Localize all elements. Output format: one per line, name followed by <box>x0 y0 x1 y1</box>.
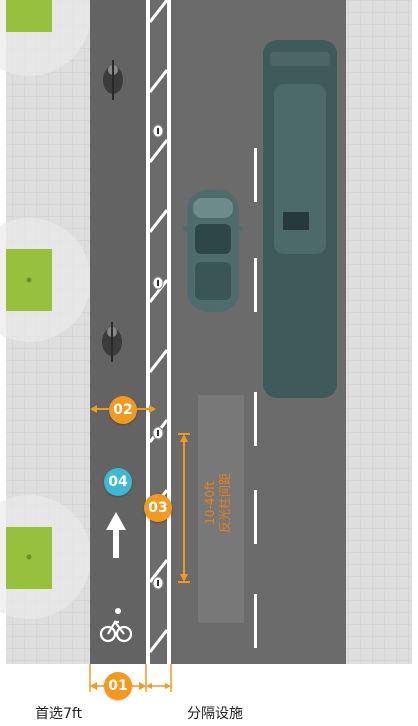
right-sidewalk <box>346 0 412 664</box>
marker-04: 04 <box>104 468 132 496</box>
cyclist-icon <box>103 60 123 100</box>
lane-divider <box>254 148 257 648</box>
cyclist-icon <box>102 322 122 362</box>
marker-01: 01 <box>104 672 132 700</box>
post-spacing-zone <box>198 395 244 623</box>
bus-icon <box>263 40 337 398</box>
separation-label: 分隔设施 <box>187 706 243 722</box>
post-spacing-value: 10-40ft <box>203 481 217 525</box>
flex-post-icon <box>152 276 164 290</box>
direction-arrow-icon <box>106 512 126 558</box>
marker-03: 03 <box>144 494 172 522</box>
post-spacing-caption: 反光柱间距 <box>218 473 232 534</box>
tree-pit <box>0 218 91 342</box>
preferred-width-label: 首选7ft <box>35 706 83 722</box>
buffer-line-left <box>146 0 150 664</box>
post-spacing-dimension <box>178 433 190 583</box>
marker-02: 02 <box>109 396 137 424</box>
flex-post-icon <box>152 426 164 440</box>
buffer-line-right <box>167 0 171 664</box>
tree-pit <box>0 495 91 619</box>
car-icon <box>183 190 243 312</box>
flex-post-icon <box>152 576 164 590</box>
bicycle-symbol-icon <box>99 608 133 643</box>
tree-pit <box>0 0 91 76</box>
bottom-dimensions <box>89 664 172 692</box>
post-spacing-label: 10-40ft 反光柱间距 <box>203 443 237 563</box>
flex-post-icon <box>152 124 164 138</box>
